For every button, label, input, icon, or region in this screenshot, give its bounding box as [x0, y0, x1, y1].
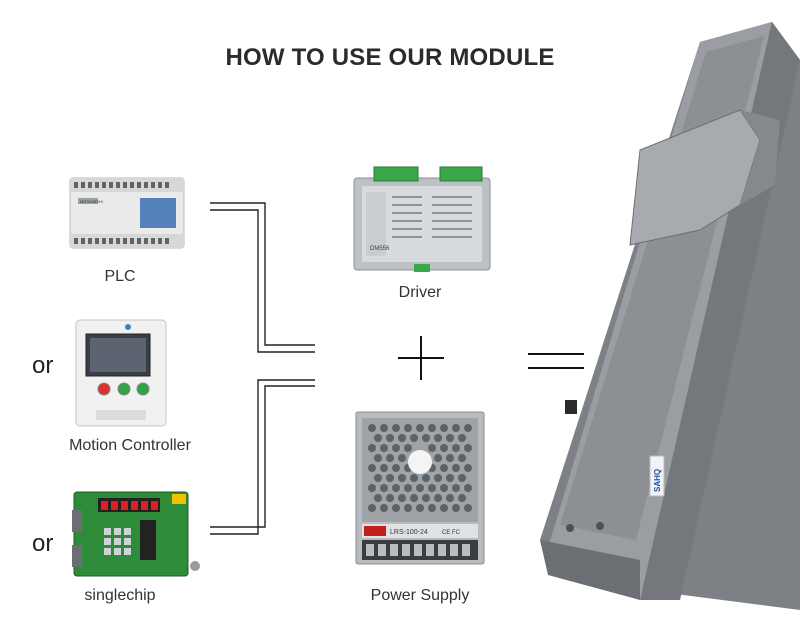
plc-device: MITSUBISHI	[69, 177, 185, 249]
driver-label: Driver	[398, 284, 442, 301]
or-label-1: or	[32, 352, 54, 379]
page-title: HOW TO USE OUR MODULE	[225, 44, 555, 71]
module-brand-text: SAHQ	[653, 469, 662, 492]
motion-controller-device	[75, 319, 167, 427]
singlechip-label: singlechip	[84, 587, 156, 604]
driver-device: DM556	[353, 166, 491, 272]
power-supply-label: Power Supply	[370, 587, 470, 604]
plus-sign	[398, 336, 444, 380]
motion-controller-label: Motion Controller	[69, 437, 191, 454]
or-label-2: or	[32, 530, 54, 557]
equals-sign	[528, 353, 584, 369]
power-supply-device: LRS-100-24 CE FC	[355, 411, 485, 565]
psu-ce-text: CE FC	[442, 530, 461, 536]
connection-lines	[210, 202, 315, 535]
psu-model-text: LRS-100-24	[390, 529, 428, 536]
plc-brand-text: MITSUBISHI	[80, 199, 103, 204]
driver-model-text: DM556	[370, 246, 390, 252]
linear-module: SAHQ	[540, 22, 800, 610]
plc-label: PLC	[104, 268, 136, 285]
singlechip-device	[72, 491, 200, 577]
